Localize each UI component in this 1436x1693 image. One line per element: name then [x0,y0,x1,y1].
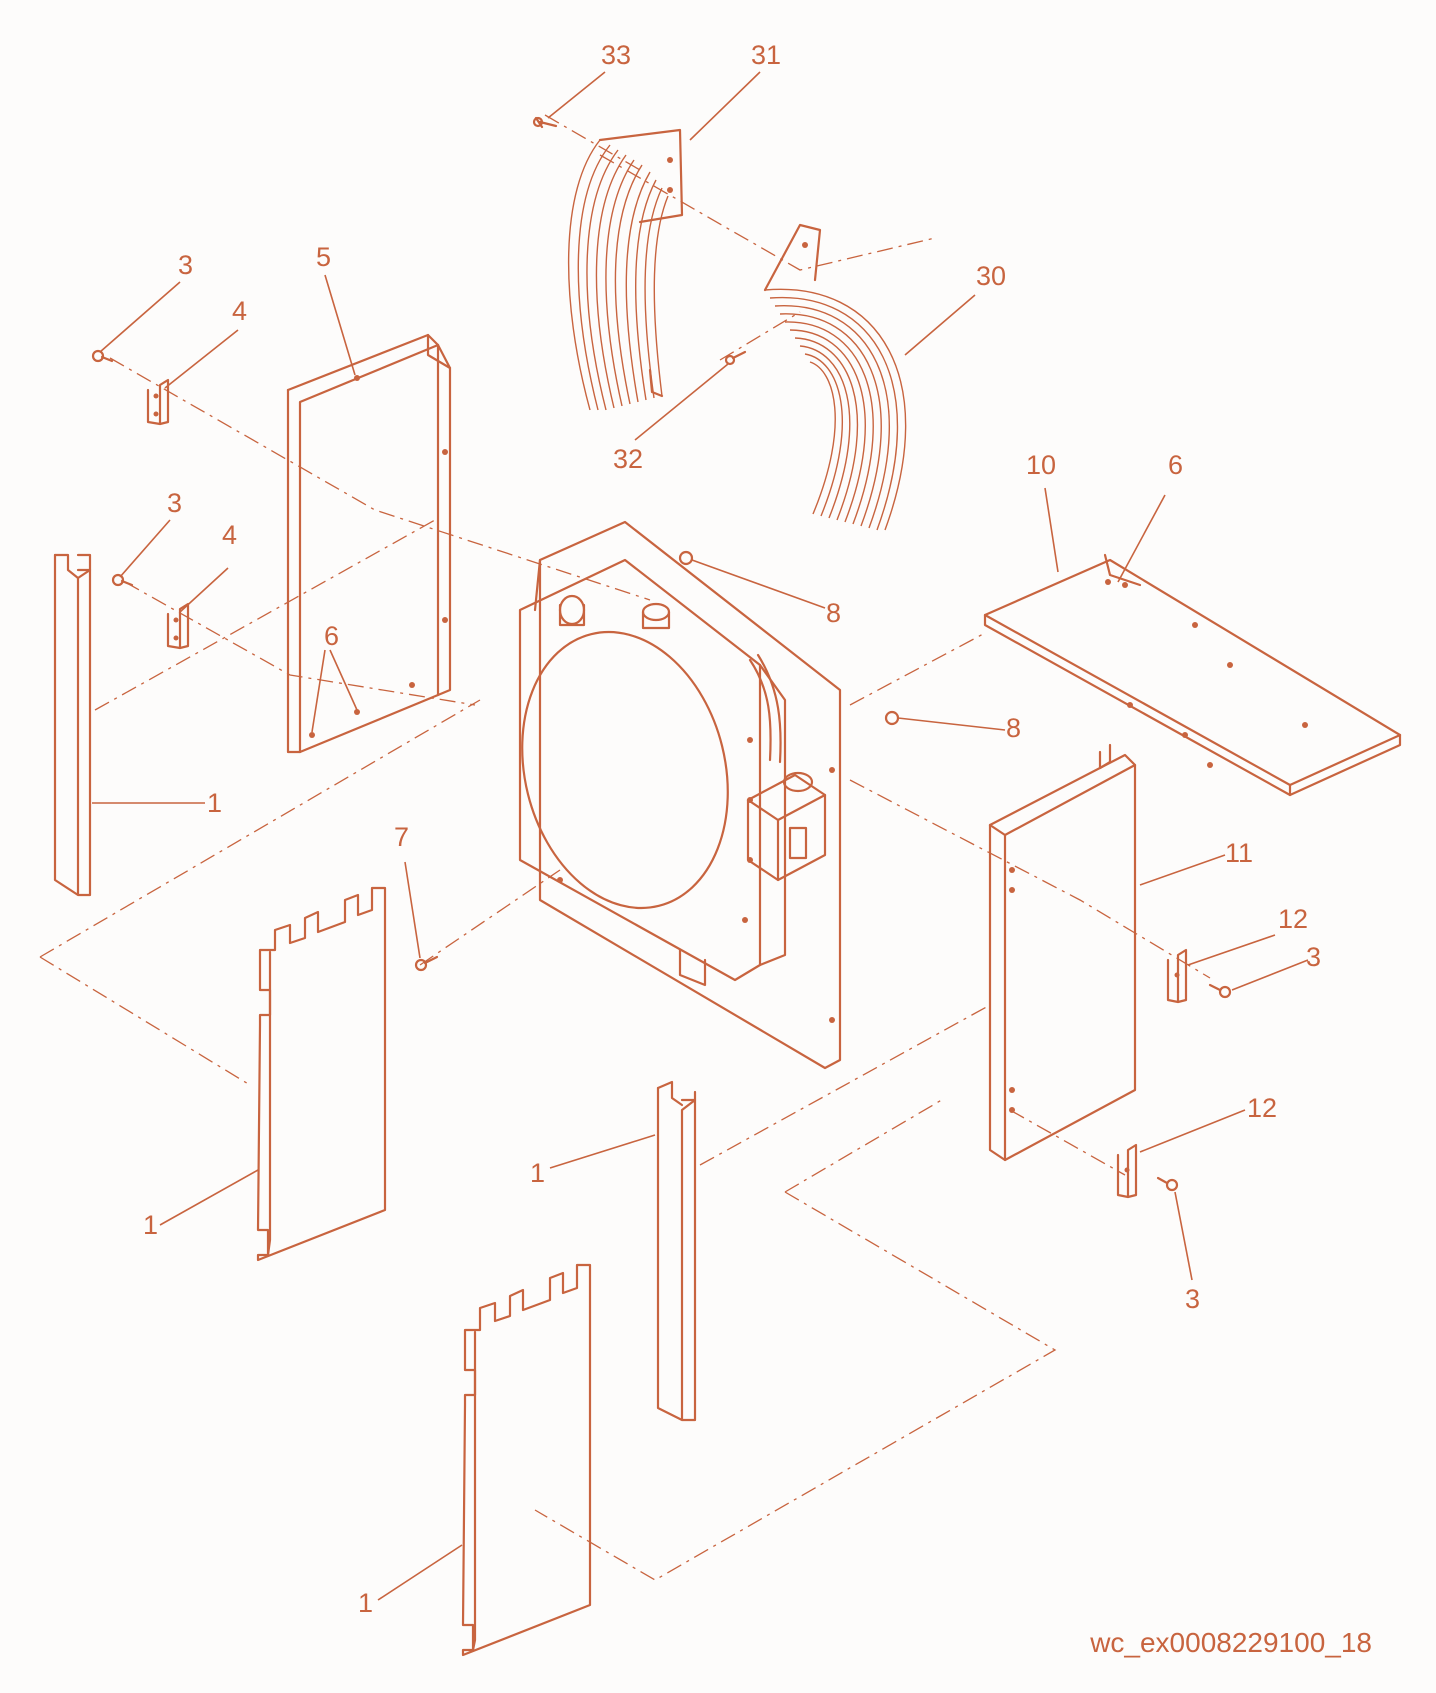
hardware-pieces [91,116,1232,1199]
callout-5: 5 [316,242,331,272]
callout-3: 3 [167,488,182,518]
drawing-reference: wc_ex0008229100_18 [1089,1627,1372,1658]
upright-channel-center [656,1080,697,1422]
assembly-lines [39,114,1211,1581]
fan-guard-upper-half [567,128,684,411]
leader-lines [92,71,1309,1601]
callout-10: 10 [1026,450,1056,480]
callout-1: 1 [358,1588,373,1618]
callout-labels: 33 31 3 4 5 30 32 10 6 3 4 8 6 8 1 7 11 … [143,40,1321,1618]
callout-3: 3 [1185,1284,1200,1314]
callout-4: 4 [232,296,247,326]
callout-31: 31 [751,40,781,70]
callout-12: 12 [1247,1093,1277,1123]
callout-1: 1 [530,1158,545,1188]
callout-1: 1 [143,1210,158,1240]
right-side-panel [988,743,1137,1162]
callout-11: 11 [1225,838,1253,868]
callout-1: 1 [207,788,222,818]
notched-panel-bottom [461,1263,592,1657]
notched-panel-left [256,886,387,1262]
callout-12: 12 [1278,904,1308,934]
top-cover-plate [983,553,1402,797]
callout-3: 3 [178,250,193,280]
fan-guard-lower-half [763,223,907,531]
radiator-assembly [518,520,842,1070]
upright-channel-left [53,553,92,897]
callout-7: 7 [394,822,409,852]
callout-33: 33 [601,40,631,70]
callout-3: 3 [1306,942,1321,972]
callout-6: 6 [324,621,339,651]
callout-6: 6 [1168,450,1183,480]
callout-32: 32 [613,444,643,474]
callout-8: 8 [826,598,841,628]
callout-8: 8 [1006,713,1021,743]
frame-panel-5 [286,333,452,754]
callout-30: 30 [976,261,1006,291]
callout-4: 4 [222,520,237,550]
